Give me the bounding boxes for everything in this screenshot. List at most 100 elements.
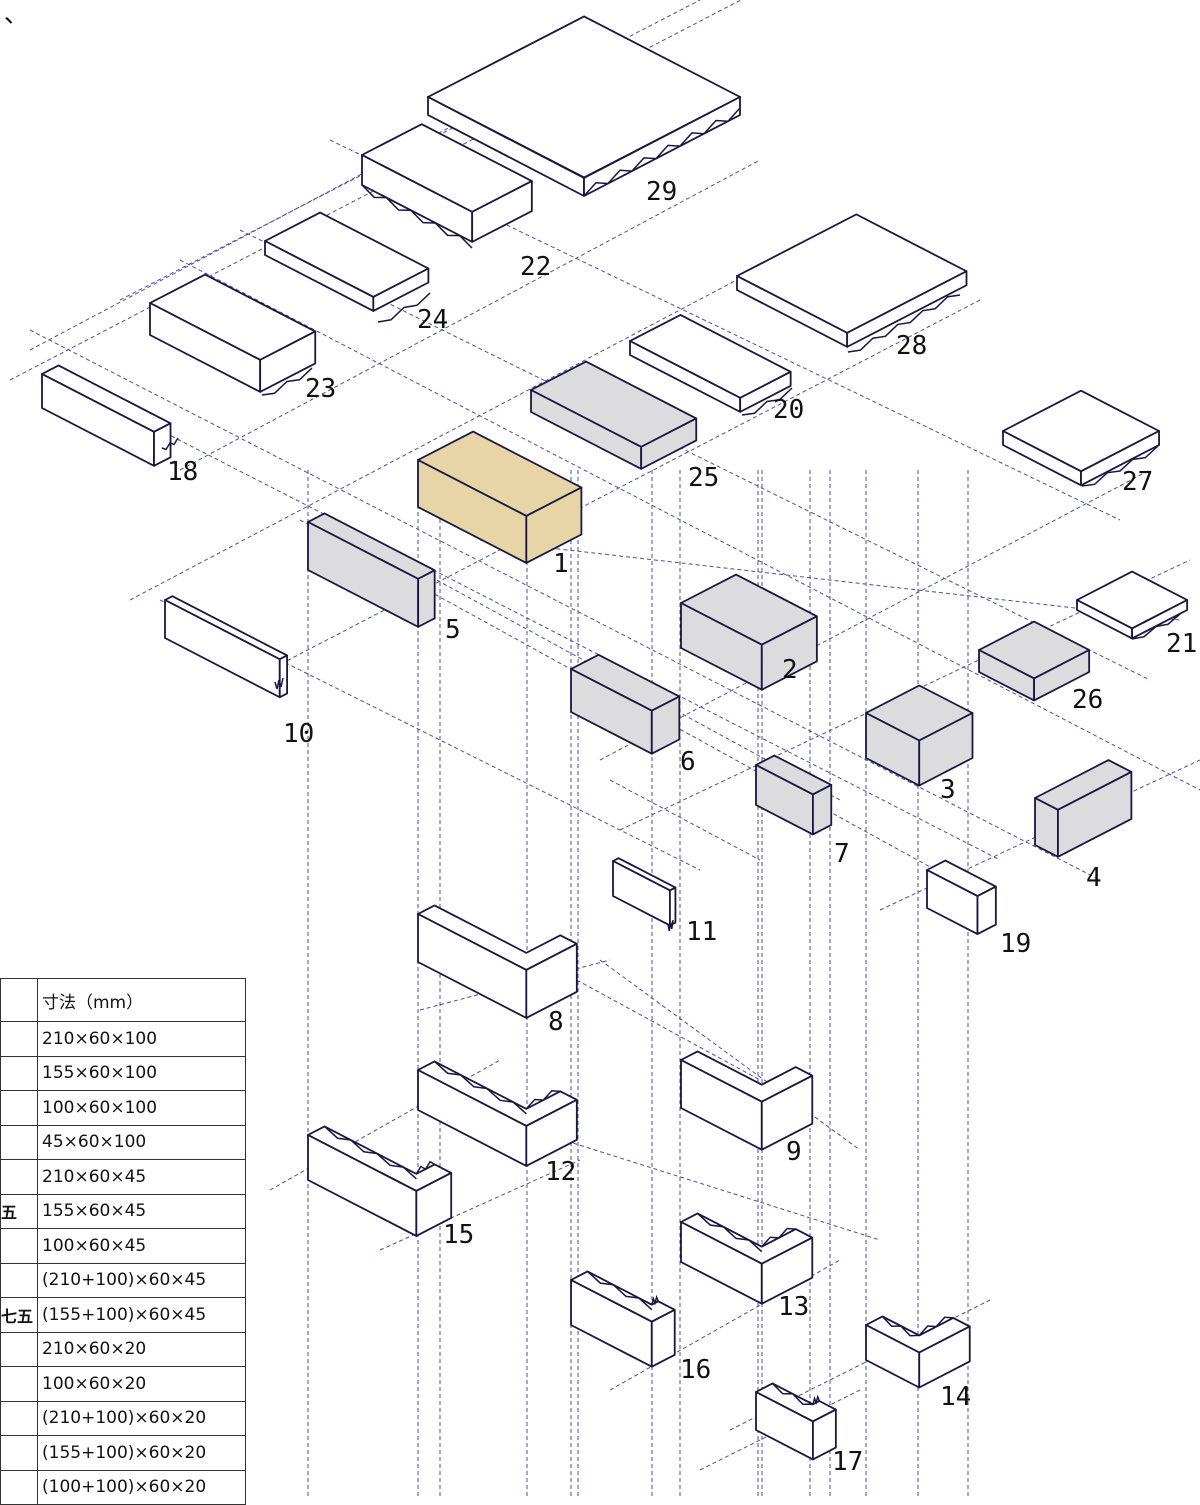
brick-end-face [846, 270, 968, 348]
brick-top-face [1076, 570, 1189, 630]
brick-22 [361, 123, 533, 243]
brick-12 [417, 1060, 578, 1167]
serrated-edge [415, 1160, 436, 1175]
brick-8 [417, 904, 578, 1019]
table-header-row: 寸法（mm） [0, 978, 246, 1022]
serrated-edge [1131, 613, 1181, 640]
guide-line [599, 959, 861, 1151]
table-cell-name [0, 1090, 38, 1126]
table-row: 210×60×45 [0, 1159, 246, 1195]
serrated-edge [434, 1060, 527, 1115]
serrated-edge [274, 677, 284, 690]
part-number-13: 13 [778, 1292, 809, 1322]
brick-14 [865, 1315, 971, 1389]
brick-3 [865, 684, 974, 787]
part-number-26: 26 [1072, 685, 1103, 715]
serrated-edge [697, 1212, 763, 1253]
serrated-edge [761, 1227, 796, 1248]
brick-7 [755, 754, 833, 836]
brick-13 [680, 1212, 814, 1305]
brick-20 [629, 314, 792, 413]
table-row: 七五(155+100)×60×45 [0, 1297, 246, 1333]
part-number-27: 27 [1122, 467, 1153, 497]
table-cell-dimension: 100×60×100 [37, 1090, 246, 1126]
table-cell-dimension: 155×60×45 [37, 1193, 246, 1229]
brick-end-face [372, 267, 430, 312]
part-number-19: 19 [1000, 929, 1031, 959]
guide-line [249, 299, 981, 681]
part-number-7: 7 [834, 839, 850, 869]
table-cell-name [0, 1159, 38, 1195]
guide-line [239, 229, 1151, 681]
brick-end-face [812, 1408, 837, 1461]
guide-line [179, 159, 761, 471]
brick-end-face [153, 422, 172, 467]
serrated-edge [918, 1316, 954, 1336]
table-cell-dimension: 210×60×100 [37, 1021, 246, 1057]
brick-9 [680, 1050, 814, 1151]
guide-line [179, 259, 1200, 791]
guide-line [139, 419, 1001, 861]
table-cell-name [0, 1228, 38, 1264]
guide-line [599, 469, 1151, 761]
part-number-23: 23 [305, 374, 336, 404]
brick-2 [680, 573, 818, 691]
brick-end-face [669, 886, 677, 927]
brick-end-face [650, 695, 681, 755]
brick-1 [417, 430, 583, 564]
table-cell-name [0, 1124, 38, 1160]
brick-end-face [739, 370, 792, 413]
part-number-8: 8 [548, 1007, 564, 1037]
serrated-edge [161, 437, 179, 451]
brick-end-face [760, 1236, 814, 1305]
serrated-edge [771, 1382, 813, 1406]
table-cell-name [0, 978, 38, 1022]
brick-28 [736, 213, 968, 348]
table-cell-name: 五 [0, 1193, 38, 1229]
part-number-4: 4 [1086, 863, 1102, 893]
brick-26 [978, 620, 1091, 702]
brick-24 [264, 211, 430, 312]
part-number-20: 20 [773, 395, 804, 425]
table-cell-dimension: (210+100)×60×20 [37, 1400, 246, 1436]
brick-5 [307, 512, 436, 628]
table-cell-name [0, 1400, 38, 1436]
table-cell-dimension: (100+100)×60×20 [37, 1469, 246, 1505]
serrated-edge [324, 1125, 417, 1180]
serrated-edge [741, 387, 793, 416]
table-cell-name [0, 1262, 38, 1298]
brick-18 [41, 364, 172, 467]
table-row: (210+100)×60×45 [0, 1262, 246, 1298]
part-number-2: 2 [782, 655, 798, 685]
brick-end-face [471, 180, 533, 243]
guide-line [609, 779, 761, 861]
serrated-edge [847, 294, 961, 353]
brick-end-face [812, 784, 833, 836]
brick-15 [307, 1125, 453, 1237]
guide-line [329, 139, 1121, 521]
table-row: 100×60×45 [0, 1228, 246, 1264]
corner-mark: 、 [4, 1, 28, 28]
part-number-14: 14 [940, 1382, 971, 1412]
guide-line [479, 539, 1181, 621]
brick-end-face [976, 885, 997, 935]
brick-end-face [525, 942, 578, 1019]
table-cell-name [0, 1435, 38, 1471]
table-cell-dimension: 210×60×20 [37, 1331, 246, 1367]
table-cell-dimension: 155×60×100 [37, 1055, 246, 1091]
table-row: 155×60×100 [0, 1055, 246, 1091]
serrated-edge [812, 1394, 821, 1406]
table-row: (100+100)×60×20 [0, 1469, 246, 1505]
brick-23 [149, 273, 317, 393]
part-number-16: 16 [680, 1355, 711, 1385]
serrated-edge [377, 292, 431, 323]
brick-end-face [1080, 430, 1160, 487]
part-number-3: 3 [940, 775, 956, 805]
brick-end-face [525, 486, 583, 564]
brick-end-face [1057, 771, 1133, 858]
serrated-edge [881, 1315, 920, 1337]
guide-line [699, 1389, 861, 1471]
brick-end-face [918, 1325, 971, 1389]
brick-end-face [650, 1308, 676, 1368]
